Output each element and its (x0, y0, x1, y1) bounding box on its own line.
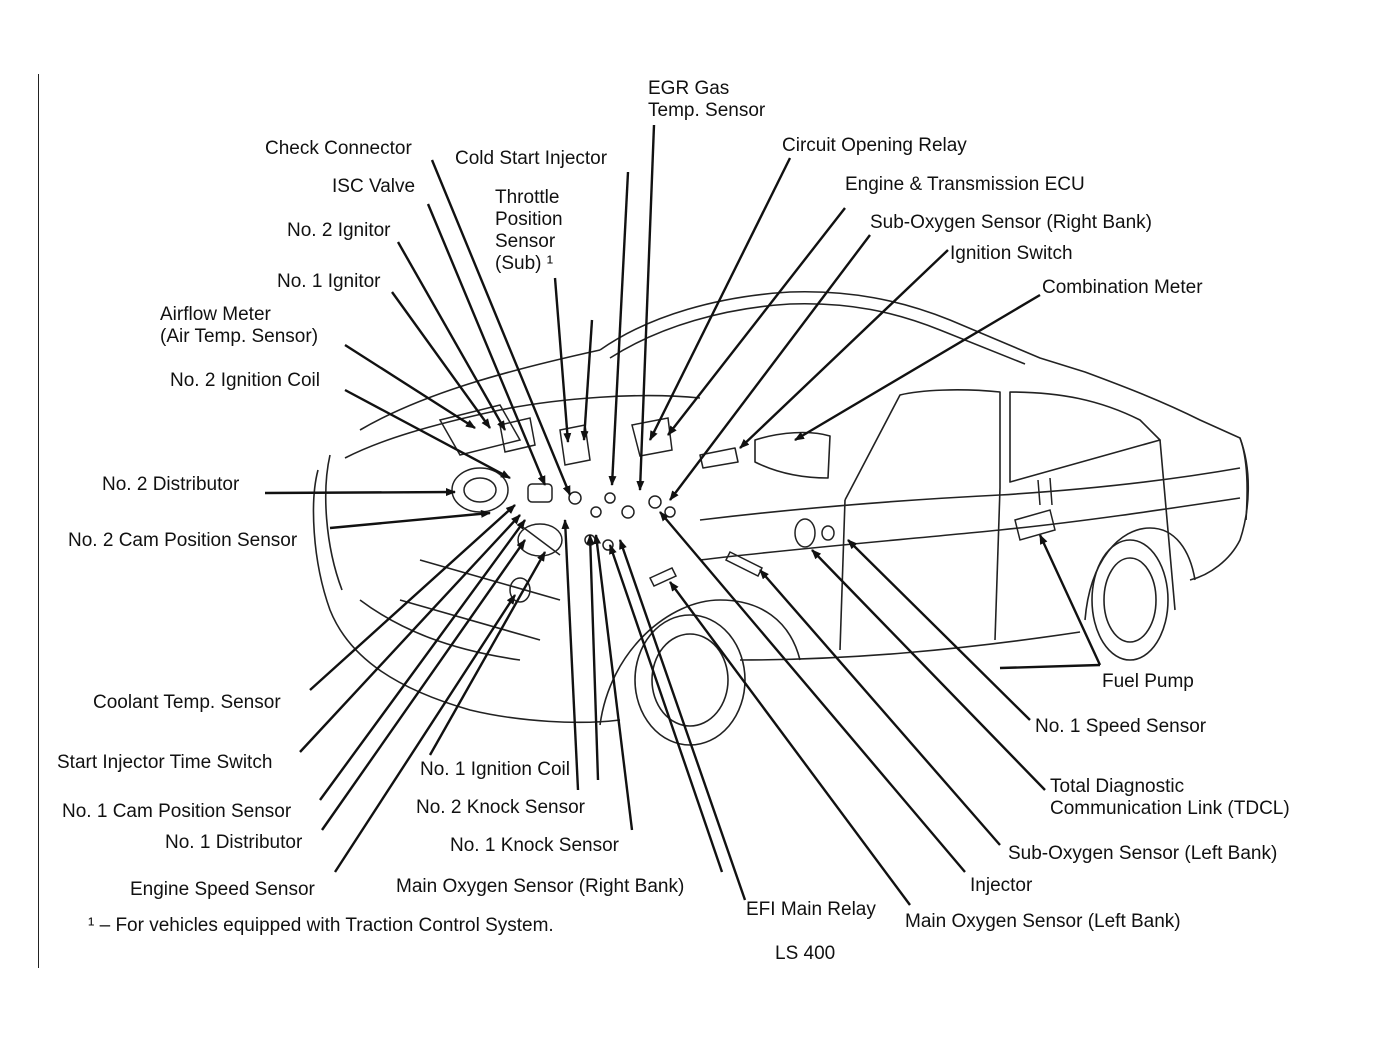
label-main-oxygen-sensor-right: Main Oxygen Sensor (Right Bank) (396, 876, 685, 897)
label-sub-oxygen-sensor-right: Sub-Oxygen Sensor (Right Bank) (870, 212, 1152, 233)
label-no2-ignitor: No. 2 Ignitor (287, 220, 391, 241)
label-combination-meter: Combination Meter (1042, 277, 1203, 298)
leader-circuit-relay (648, 157, 792, 441)
leader-fuel-pump-b (999, 663, 1101, 670)
leader-fuel-pump-a (1038, 534, 1102, 666)
leader-coolant (309, 504, 516, 691)
label-main-oxygen-sensor-left: Main Oxygen Sensor (Left Bank) (905, 911, 1181, 932)
label-start-injector-time-switch: Start Injector Time Switch (57, 752, 273, 773)
label-circuit-opening-relay: Circuit Opening Relay (782, 135, 967, 156)
leader-no2-knock (561, 519, 580, 791)
label-no2-distributor: No. 2 Distributor (102, 474, 240, 495)
leader-no1-cam (319, 519, 526, 801)
leader-no2-cam (329, 509, 491, 530)
engine-components (438, 404, 1056, 603)
label-fuel-pump: Fuel Pump (1102, 671, 1194, 692)
leader-engine-ecu (667, 207, 846, 436)
leader-sub-o2-left (759, 569, 1001, 846)
leader-ignition-switch (739, 249, 949, 449)
car-outline (312, 290, 1250, 746)
leader-no1-speed (847, 539, 1031, 721)
leader-engine-speed (333, 594, 517, 873)
label-no1-distributor: No. 1 Distributor (165, 832, 303, 853)
leader-no1-distributor (321, 539, 526, 831)
label-engine-transmission-ecu: Engine & Transmission ECU (845, 174, 1085, 195)
leader-combination-meter (794, 293, 1041, 442)
leader-egr (636, 124, 656, 491)
leader-lines (264, 124, 1102, 906)
label-egr-gas-temp-sensor: EGR Gas Temp. Sensor (648, 78, 766, 121)
leader-main-o2-right (608, 544, 724, 873)
leader-tdcl (811, 549, 1046, 791)
leader-throttle-sub (586, 534, 600, 781)
label-injector: Injector (970, 875, 1033, 896)
label-check-connector: Check Connector (265, 138, 412, 159)
leader-throttle (553, 277, 572, 443)
label-no1-cam-position-sensor: No. 1 Cam Position Sensor (62, 801, 292, 822)
label-no1-ignition-coil: No. 1 Ignition Coil (420, 759, 570, 780)
leader-injector (659, 511, 966, 873)
leader-efi-relay (618, 539, 747, 901)
leader-start-injector-switch (299, 514, 521, 753)
label-ignition-switch: Ignition Switch (950, 243, 1073, 264)
leader-throttle-b (580, 319, 594, 441)
label-isc-valve: ISC Valve (332, 176, 416, 197)
label-no1-knock-sensor: No. 1 Knock Sensor (450, 835, 619, 856)
label-coolant-temp-sensor: Coolant Temp. Sensor (93, 692, 281, 713)
label-tdcl: Total Diagnostic Communication Link (TDC… (1050, 776, 1290, 819)
label-throttle-position-sensor: Throttle Position Sensor (Sub) ¹ (495, 187, 563, 274)
leader-no2-distributor (264, 488, 456, 497)
leader-isc (426, 203, 547, 486)
model-label: LS 400 (775, 943, 836, 964)
leader-airflow (344, 343, 476, 430)
label-no2-ignition-coil: No. 2 Ignition Coil (170, 370, 320, 391)
leader-cold-start (608, 171, 630, 486)
label-efi-main-relay: EFI Main Relay (746, 899, 876, 920)
label-no1-ignitor: No. 1 Ignitor (277, 271, 381, 292)
label-sub-oxygen-sensor-left: Sub-Oxygen Sensor (Left Bank) (1008, 843, 1278, 864)
leader-main-o2-left (669, 581, 911, 906)
margin-rule (38, 74, 39, 968)
leader-sub-o2-right (669, 234, 871, 501)
leader-check-connector (430, 159, 572, 496)
label-no2-knock-sensor: No. 2 Knock Sensor (416, 797, 585, 818)
label-no2-cam-position-sensor: No. 2 Cam Position Sensor (68, 530, 298, 551)
label-cold-start-injector: Cold Start Injector (455, 148, 608, 169)
leader-no1-knock (593, 534, 634, 831)
footnote: ¹ – For vehicles equipped with Traction … (88, 915, 554, 936)
leader-no2-ignitor (396, 241, 507, 431)
leader-no1-coil (428, 551, 547, 756)
label-engine-speed-sensor: Engine Speed Sensor (130, 879, 315, 900)
leader-no2-coil (344, 388, 511, 480)
label-airflow-meter: Airflow Meter (Air Temp. Sensor) (160, 304, 319, 347)
leader-no1-ignitor (391, 291, 491, 429)
label-no1-speed-sensor: No. 1 Speed Sensor (1035, 716, 1207, 737)
